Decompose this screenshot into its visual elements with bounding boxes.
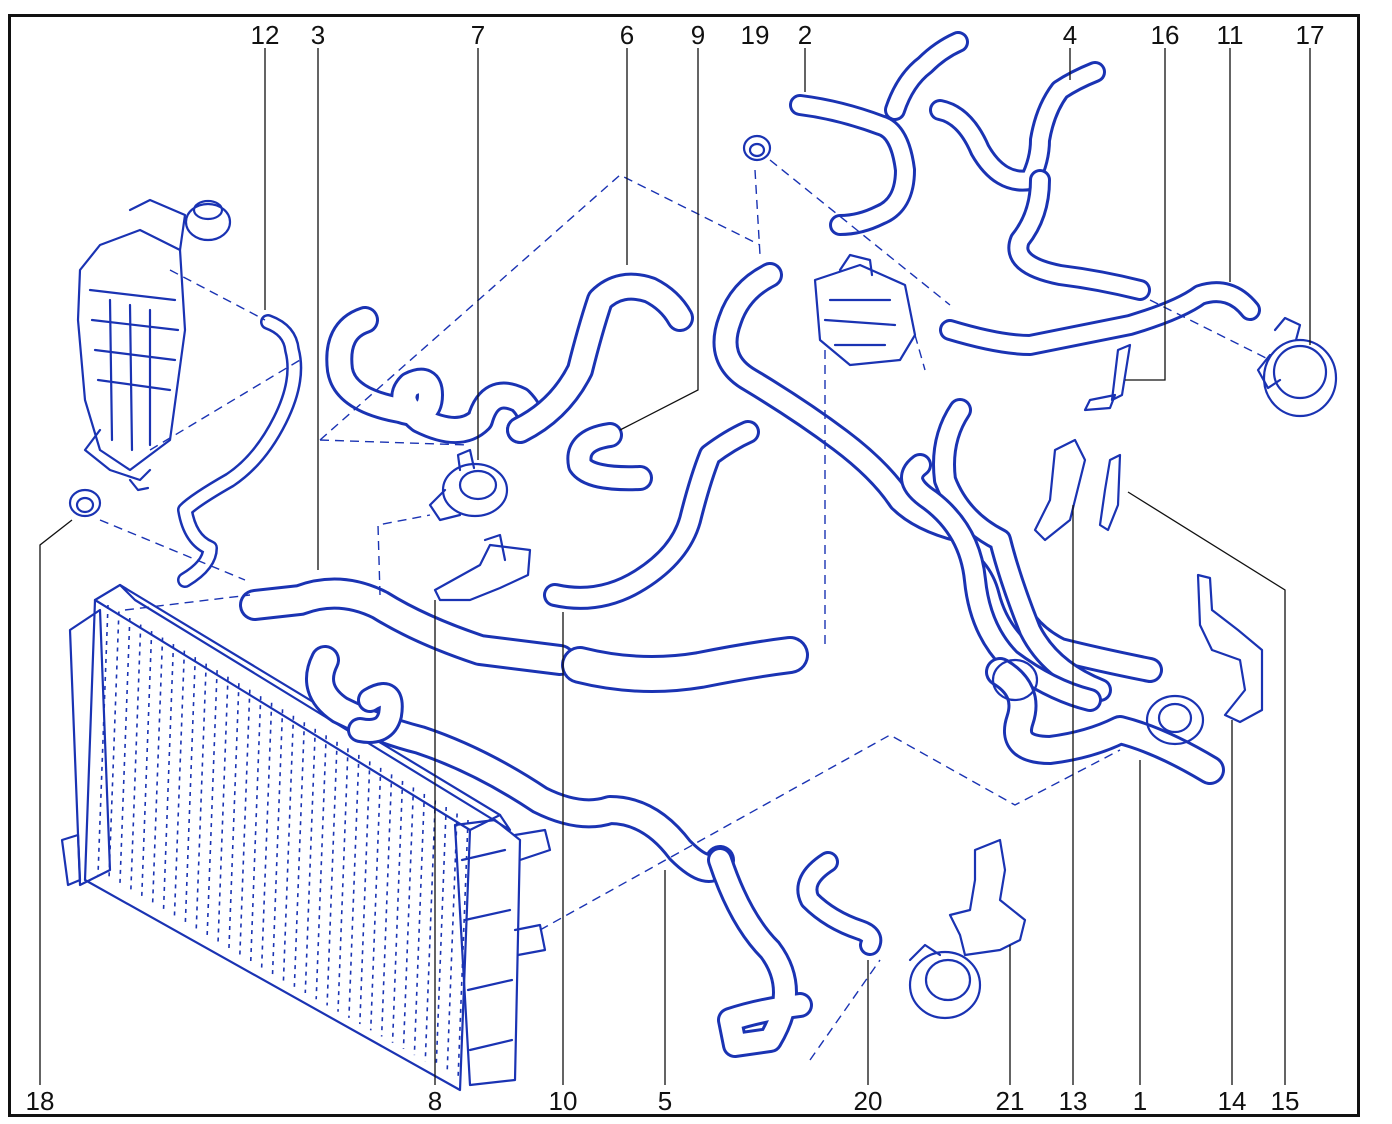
radiator-fin — [173, 650, 186, 919]
callout-6: 6 — [620, 20, 634, 50]
thermostat-housing — [813, 253, 917, 367]
radiator-fin — [424, 800, 437, 1062]
radiator-fin — [162, 644, 175, 913]
callout-16: 16 — [1151, 20, 1180, 50]
callout-17: 17 — [1296, 20, 1325, 50]
radiator-fin — [391, 780, 404, 1043]
radiator-fin — [217, 676, 229, 944]
radiator-fin — [249, 696, 262, 962]
radiator-fin — [446, 813, 458, 1074]
callout-10: 10 — [549, 1086, 578, 1116]
bracket-8 — [433, 533, 532, 602]
radiator-fin — [402, 787, 415, 1049]
radiator-fin — [304, 728, 317, 994]
radiator-fin — [239, 689, 251, 956]
radiator — [60, 583, 552, 1092]
callout-21: 21 — [996, 1086, 1025, 1116]
hose-set — [177, 31, 1261, 1058]
radiator-fins — [97, 604, 469, 1081]
radiator-fin — [129, 624, 142, 894]
bracket-21 — [948, 838, 1027, 957]
expansion-tank — [76, 198, 232, 492]
bracket-15 — [1098, 453, 1122, 532]
radiator-fin — [315, 735, 327, 1000]
callout-3: 3 — [311, 20, 325, 50]
diagram-frame — [8, 14, 1360, 1117]
callout-5: 5 — [658, 1086, 672, 1116]
callout-12: 12 — [251, 20, 280, 50]
aux-pump-17 — [1256, 316, 1338, 418]
bracket-13 — [1033, 438, 1087, 542]
bracket-16 — [1083, 343, 1132, 412]
radiator-fin — [260, 702, 273, 969]
radiator-fin — [184, 657, 197, 925]
radiator-fin — [337, 748, 349, 1012]
callout-8: 8 — [428, 1086, 442, 1116]
radiator-fin — [119, 618, 131, 888]
guide-lines — [99, 159, 1271, 1061]
callout-18: 18 — [26, 1086, 55, 1116]
callout-2: 2 — [798, 20, 812, 50]
callout-13: 13 — [1059, 1086, 1088, 1116]
radiator-fin — [206, 670, 218, 938]
callout-20: 20 — [854, 1086, 883, 1116]
callout-11: 11 — [1217, 20, 1244, 50]
callout-4: 4 — [1063, 20, 1077, 50]
radiator-fin — [228, 683, 240, 950]
pump-20 — [908, 943, 982, 1020]
connector-1 — [991, 658, 1205, 746]
radiator-fin — [151, 637, 164, 907]
radiator-fin — [435, 806, 447, 1068]
radiator-fin — [326, 741, 338, 1006]
radiator-fin — [282, 715, 295, 981]
water-pump-7 — [428, 448, 509, 522]
callout-9: 9 — [691, 20, 705, 50]
leader-lines — [39, 48, 1311, 1085]
radiator-fin — [457, 819, 469, 1081]
radiator-fin — [108, 611, 120, 882]
clip-18 — [68, 488, 102, 518]
bracket-14 — [1196, 573, 1264, 724]
callout-1: 1 — [1133, 1086, 1147, 1116]
radiator-fin — [348, 754, 360, 1018]
radiator-fin — [293, 722, 306, 987]
radiator-fin — [359, 761, 371, 1025]
radiator-fin — [195, 663, 207, 931]
radiator-fin — [140, 631, 153, 900]
callout-15: 15 — [1271, 1086, 1300, 1116]
radiator-fin — [369, 767, 382, 1031]
callout-14: 14 — [1218, 1086, 1247, 1116]
radiator-fin — [380, 774, 393, 1037]
radiator-fin — [413, 793, 426, 1056]
callout-7: 7 — [471, 20, 485, 50]
connector-19 — [742, 134, 772, 162]
radiator-fin — [271, 709, 284, 975]
callout-19: 19 — [741, 20, 770, 50]
radiator-fin — [97, 604, 109, 876]
